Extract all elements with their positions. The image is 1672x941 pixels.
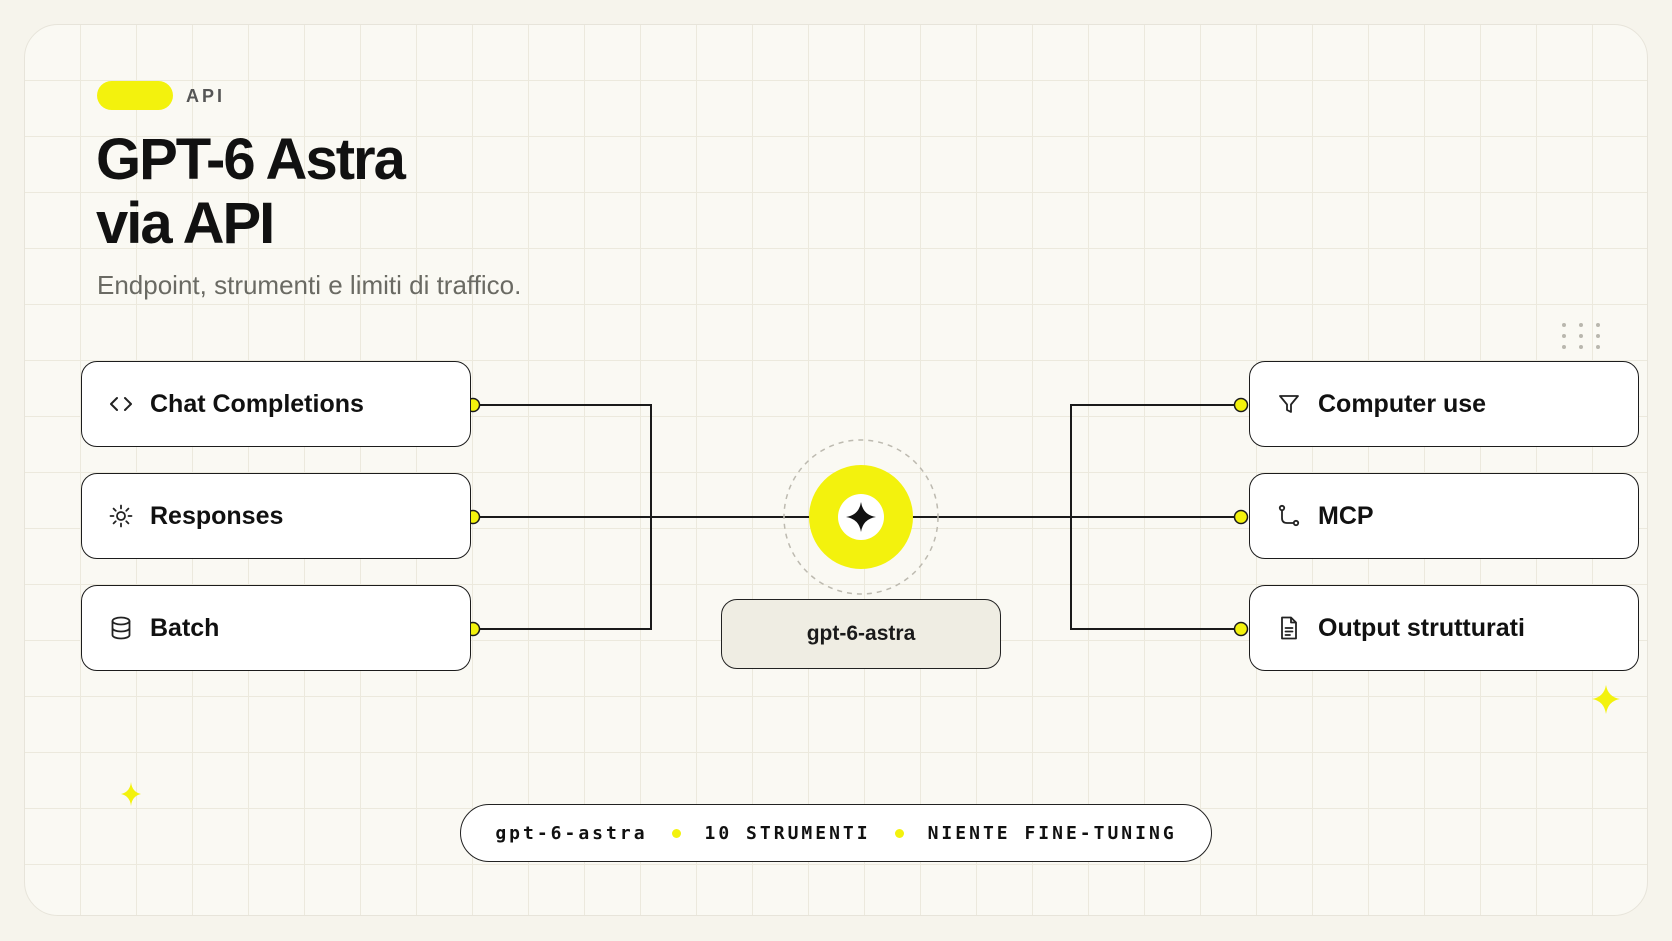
dot-grid-decoration	[1562, 323, 1600, 349]
connector-dot	[1233, 509, 1249, 525]
tool-label: Output strutturati	[1318, 613, 1525, 642]
filter-icon	[1276, 391, 1302, 417]
section-tag: API	[186, 86, 226, 106]
connector-dot	[1233, 621, 1249, 637]
endpoint-node-batch[interactable]: Batch	[81, 585, 471, 671]
sparkle-icon	[846, 502, 876, 532]
connector-dot	[1233, 397, 1249, 413]
separator-dot	[894, 828, 904, 838]
endpoint-node-chat-completions[interactable]: Chat Completions	[81, 361, 471, 447]
route-icon	[1276, 503, 1302, 529]
document-icon	[1276, 615, 1302, 641]
background-card	[24, 24, 1648, 916]
footer-item-finetuning: NIENTE FINE-TUNING	[927, 822, 1177, 844]
hub-dashed-ring	[783, 439, 939, 595]
tool-node-mcp[interactable]: MCP	[1249, 473, 1639, 559]
sparkle-decoration	[1592, 685, 1620, 714]
footer-summary-pill: gpt-6-astra 10 STRUMENTI NIENTE FINE-TUN…	[460, 804, 1212, 862]
tool-label: MCP	[1318, 501, 1374, 530]
footer-item-tools: 10 STRUMENTI	[704, 822, 871, 844]
database-icon	[108, 615, 134, 641]
right-bracket-connector	[1070, 404, 1239, 630]
endpoint-label: Chat Completions	[150, 389, 364, 418]
model-name-chip: gpt-6-astra	[721, 599, 1001, 669]
sun-icon	[108, 503, 134, 529]
page-subtitle: Endpoint, strumenti e limiti di traffico…	[97, 270, 522, 300]
separator-dot	[671, 828, 681, 838]
page-title: GPT-6 Astra via API	[96, 127, 406, 256]
endpoint-label: Batch	[150, 613, 220, 642]
sparkle-decoration	[121, 782, 141, 806]
tool-node-computer-use[interactable]: Computer use	[1249, 361, 1639, 447]
footer-item-model: gpt-6-astra	[495, 822, 648, 844]
tool-node-output-strutturati[interactable]: Output strutturati	[1249, 585, 1639, 671]
accent-pill	[97, 81, 173, 110]
endpoint-label: Responses	[150, 501, 284, 530]
endpoint-node-responses[interactable]: Responses	[81, 473, 471, 559]
code-icon	[108, 391, 134, 417]
tool-label: Computer use	[1318, 389, 1487, 418]
